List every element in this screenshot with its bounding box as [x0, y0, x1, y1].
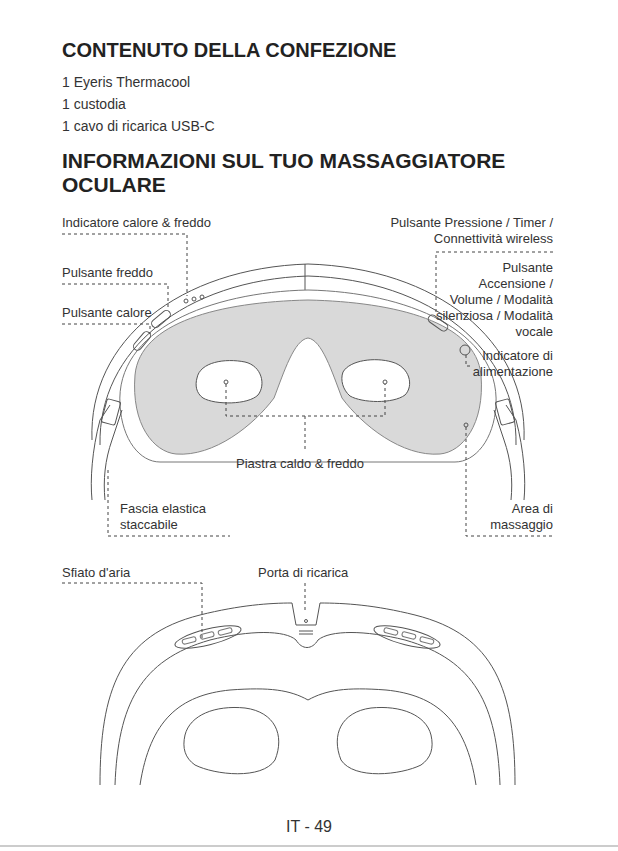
part-label: Indicatore calore & freddo — [62, 215, 211, 231]
package-item: 1 custodia — [62, 96, 126, 113]
section-heading: CONTENUTO DELLA CONFEZIONE — [62, 39, 396, 62]
package-item: 1 Eyeris Thermacool — [62, 74, 190, 91]
part-label: Indicatore di alimentazione — [461, 348, 553, 380]
part-label: Piastra caldo & freddo — [236, 456, 364, 472]
part-label: Area di massaggio — [478, 501, 553, 533]
part-label: Pulsante freddo — [62, 265, 153, 281]
part-label: Porta di ricarica — [258, 565, 348, 581]
part-label: Sfiato d'aria — [62, 565, 130, 581]
section-heading: INFORMAZIONI SUL TUO MASSAGGIATORE OCULA… — [62, 149, 552, 197]
part-label: Pulsante Pressione / Timer / Connettivit… — [368, 215, 553, 247]
part-label: Pulsante calore — [62, 305, 152, 321]
package-item: 1 cavo di ricarica USB-C — [62, 118, 215, 135]
part-label: Pulsante Accensione / Volume / Modalità … — [435, 260, 553, 340]
page-number: IT - 49 — [259, 817, 359, 836]
part-label: Fascia elastica staccabile — [120, 501, 225, 533]
